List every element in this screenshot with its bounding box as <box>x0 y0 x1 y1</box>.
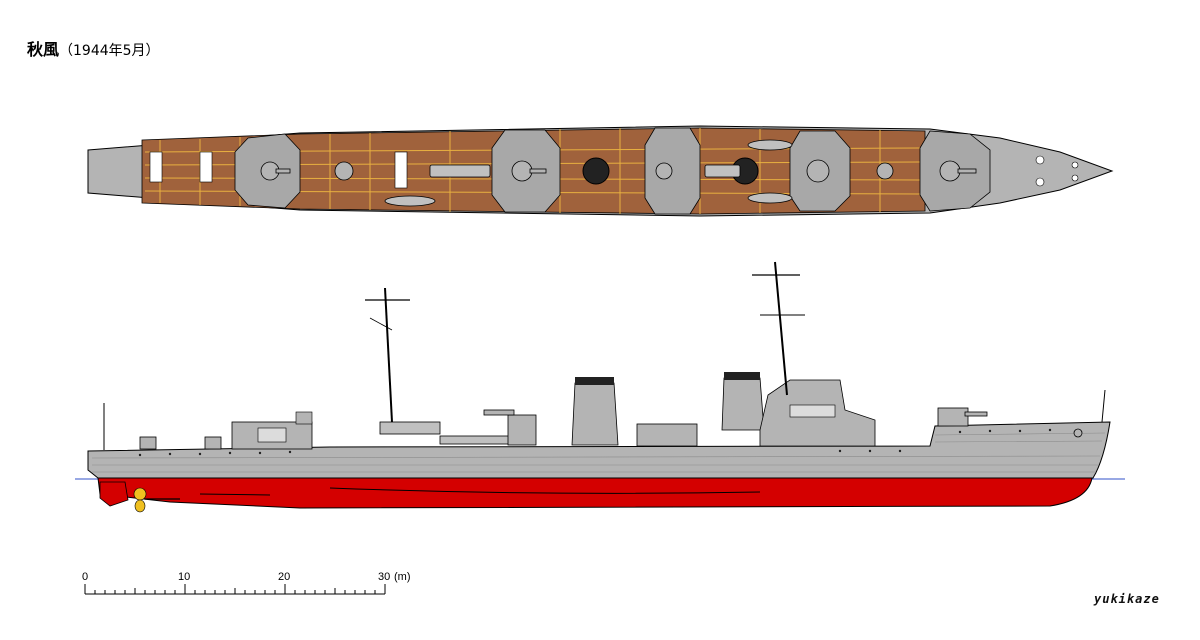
scale-label-10: 10 <box>178 571 190 583</box>
scale-unit: (m) <box>394 571 411 583</box>
ship-date: （1944年5月） <box>59 43 160 59</box>
propeller-icon <box>133 487 180 513</box>
scale-label-30: 30 <box>378 571 390 583</box>
hull-upper <box>87 421 1111 479</box>
ship-name: 秋風 <box>27 40 60 59</box>
drawing-title: 秋風（1944年5月） <box>27 36 160 60</box>
author-signature: yukikaze <box>1094 592 1160 606</box>
scale-label-20: 20 <box>278 571 290 583</box>
scale-label-0: 0 <box>82 571 88 583</box>
plan-funnel-1 <box>582 157 610 185</box>
profile-view <box>75 261 1125 513</box>
funnel-fore <box>721 377 765 431</box>
anchor-icon <box>1073 428 1083 438</box>
funnel-aft <box>571 382 619 446</box>
scale-bar: 0 10 20 30 (m) <box>82 571 411 595</box>
rudder-icon <box>99 481 129 507</box>
plan-view <box>87 125 1114 217</box>
